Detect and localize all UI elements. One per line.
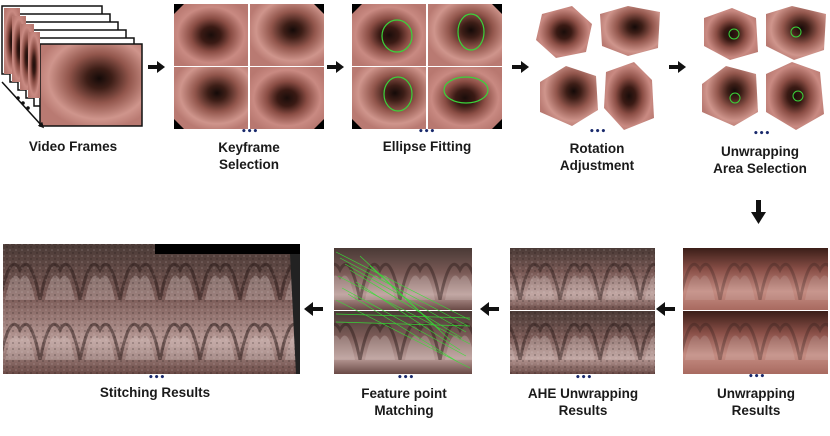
ellipsis-ellipse: ••• (418, 127, 436, 137)
ellipsis-rotation: ••• (589, 127, 607, 137)
ellipsis-ahe: ••• (575, 373, 593, 383)
label-ellipse-fitting: Ellipse Fitting (382, 139, 472, 154)
video-frames-stack (1, 5, 143, 129)
feature-matching-image (334, 248, 472, 374)
ellipsis-keyframe: ••• (241, 127, 259, 137)
label-feature-point-matching: Feature point Matching (361, 386, 447, 418)
unwrapping-results-image (683, 248, 828, 374)
label-rotation-adjustment: Rotation Adjustment (559, 141, 635, 173)
label-keyframe-selection: Keyframe Selection (218, 140, 280, 172)
ellipse-grid (352, 4, 502, 129)
label-unwrapping-area-selection: Unwrapping Area Selection (713, 144, 807, 176)
arrow-left-2 (480, 302, 499, 316)
label-unwrapping-results: Unwrapping Results (717, 386, 795, 418)
ellipsis-unwrap-area: ••• (753, 129, 771, 139)
unwrap-area-grid (702, 6, 826, 130)
label-stitching-results: Stitching Results (99, 385, 211, 400)
arrow-down (751, 200, 766, 224)
arrow-right-2 (327, 61, 344, 73)
arrow-right-1 (148, 61, 165, 73)
ellipsis-feature: ••• (397, 373, 415, 383)
arrow-right-3 (512, 61, 529, 73)
label-video-frames: Video Frames (28, 139, 118, 154)
label-ahe-unwrapping-results: AHE Unwrapping Results (527, 386, 639, 418)
flow-arrows (148, 61, 766, 316)
ellipsis-stitching: ••• (148, 373, 166, 383)
arrow-left-3 (304, 302, 323, 316)
keyframe-grid (174, 4, 324, 129)
arrow-left-1 (656, 302, 675, 316)
arrow-right-4 (669, 61, 686, 73)
rotation-grid (536, 6, 660, 130)
ahe-results-image (510, 248, 655, 374)
ellipsis-unwrap-results: ••• (748, 372, 766, 382)
stitching-results-image (3, 244, 300, 374)
